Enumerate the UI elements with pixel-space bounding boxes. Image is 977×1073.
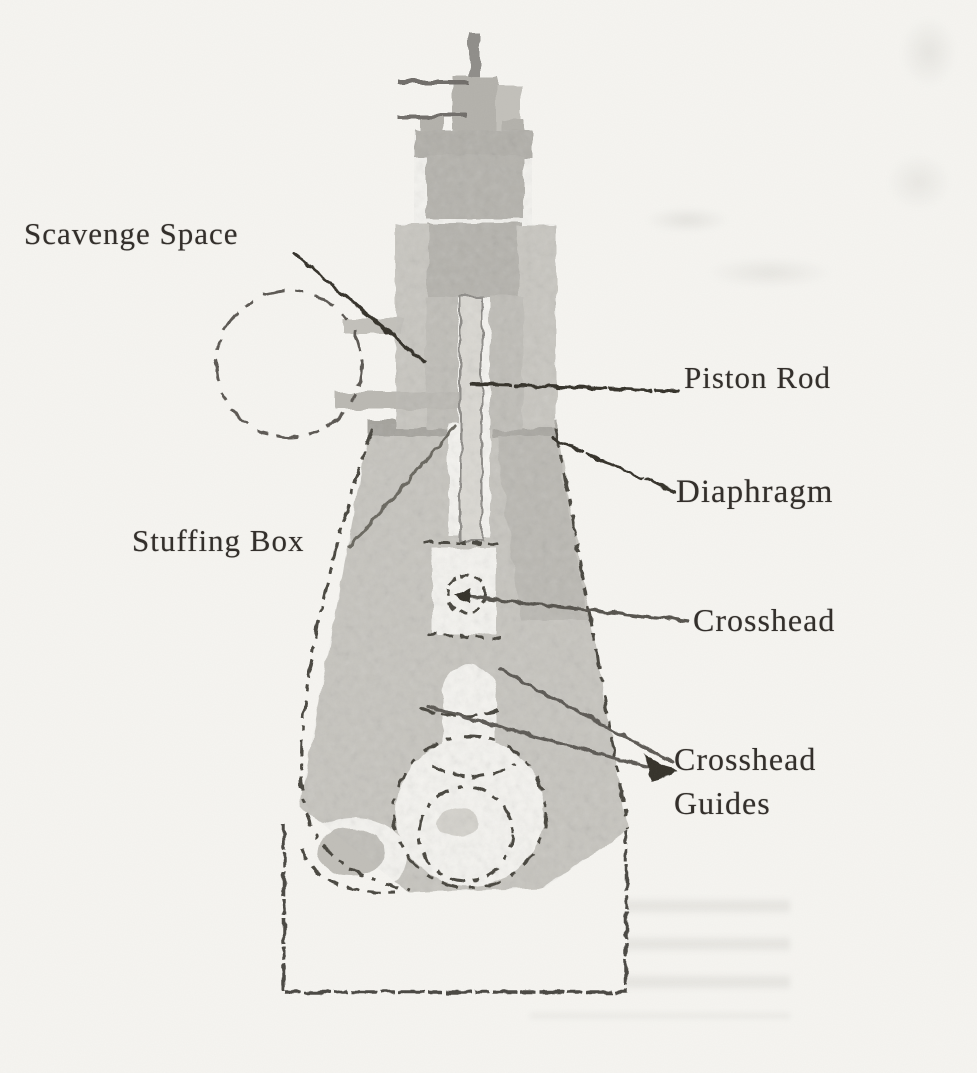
crosshead-label: Crosshead bbox=[693, 602, 836, 638]
crosshead-guides-label: Crosshead Guides bbox=[674, 737, 816, 825]
scavenge-space-label: Scavenge Space bbox=[24, 216, 239, 251]
crosshead-guides-label-line2: Guides bbox=[674, 785, 771, 821]
diaphragm-label: Diaphragm bbox=[676, 474, 834, 510]
crosshead-guides-label-line1: Crosshead bbox=[674, 741, 817, 777]
piston-rod-label: Piston Rod bbox=[684, 360, 831, 395]
stuffing-box-label: Stuffing Box bbox=[132, 523, 305, 558]
